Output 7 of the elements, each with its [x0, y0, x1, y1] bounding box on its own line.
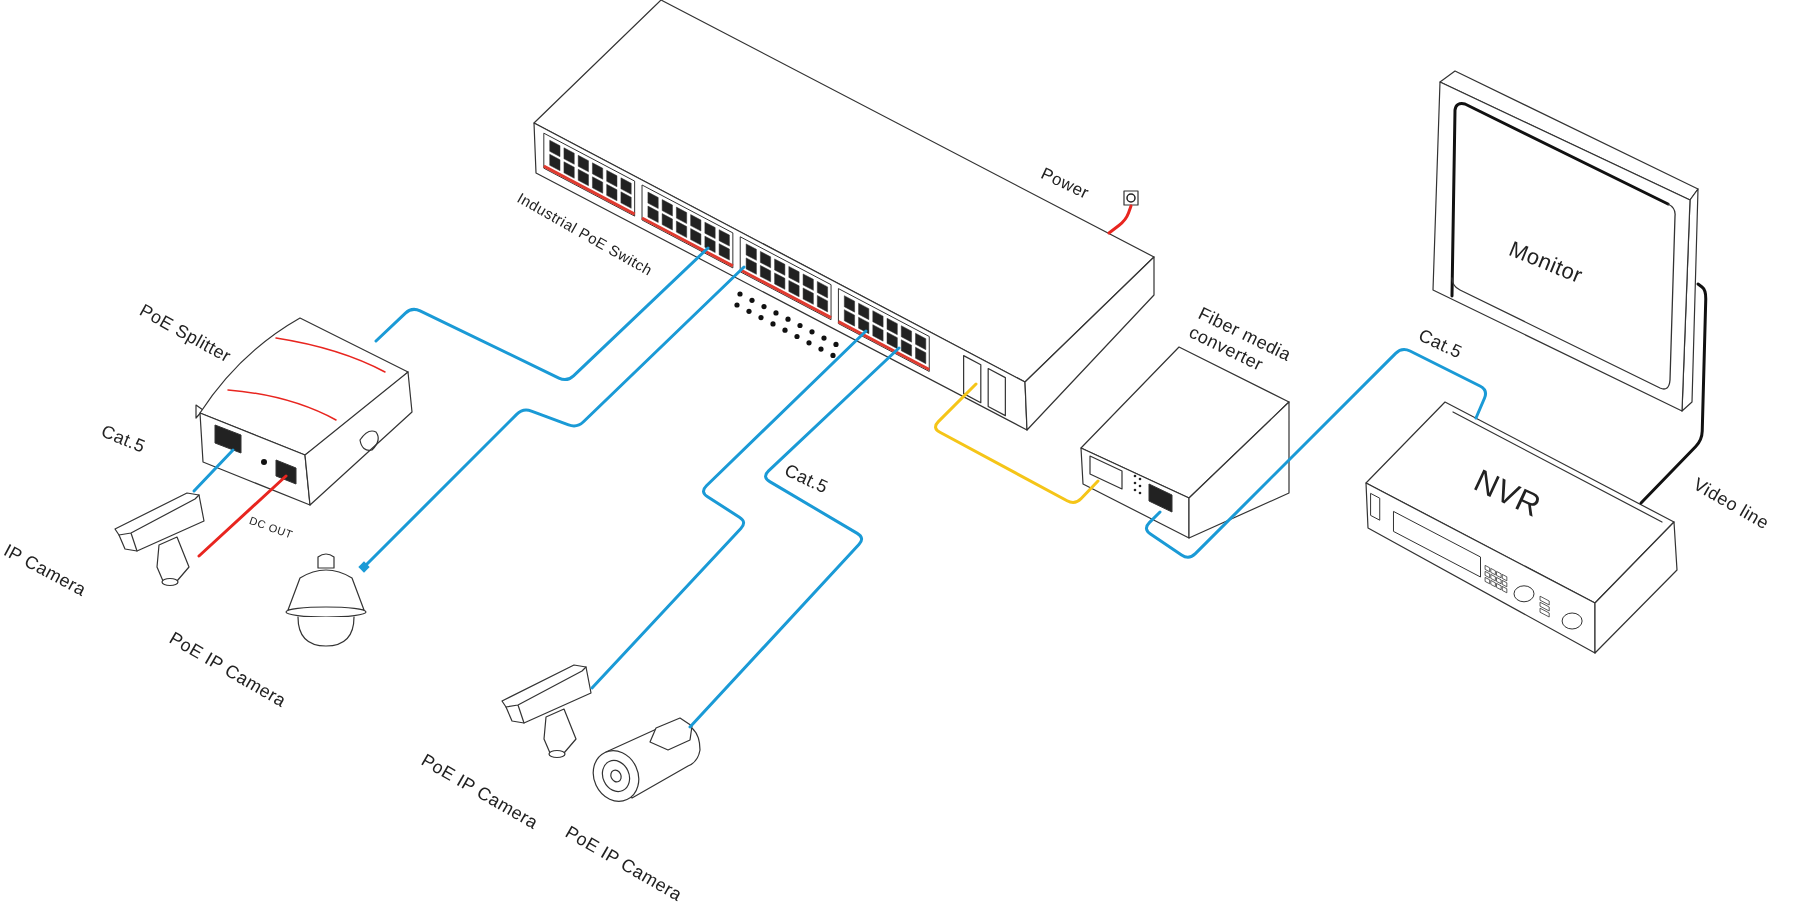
cable-line [1107, 204, 1133, 235]
cable-line [590, 329, 868, 690]
cable-line [688, 346, 901, 729]
device-label: NVR [1468, 462, 1547, 525]
cable-line [374, 246, 710, 382]
cable-line [934, 382, 1100, 504]
cable-line [1639, 282, 1708, 505]
